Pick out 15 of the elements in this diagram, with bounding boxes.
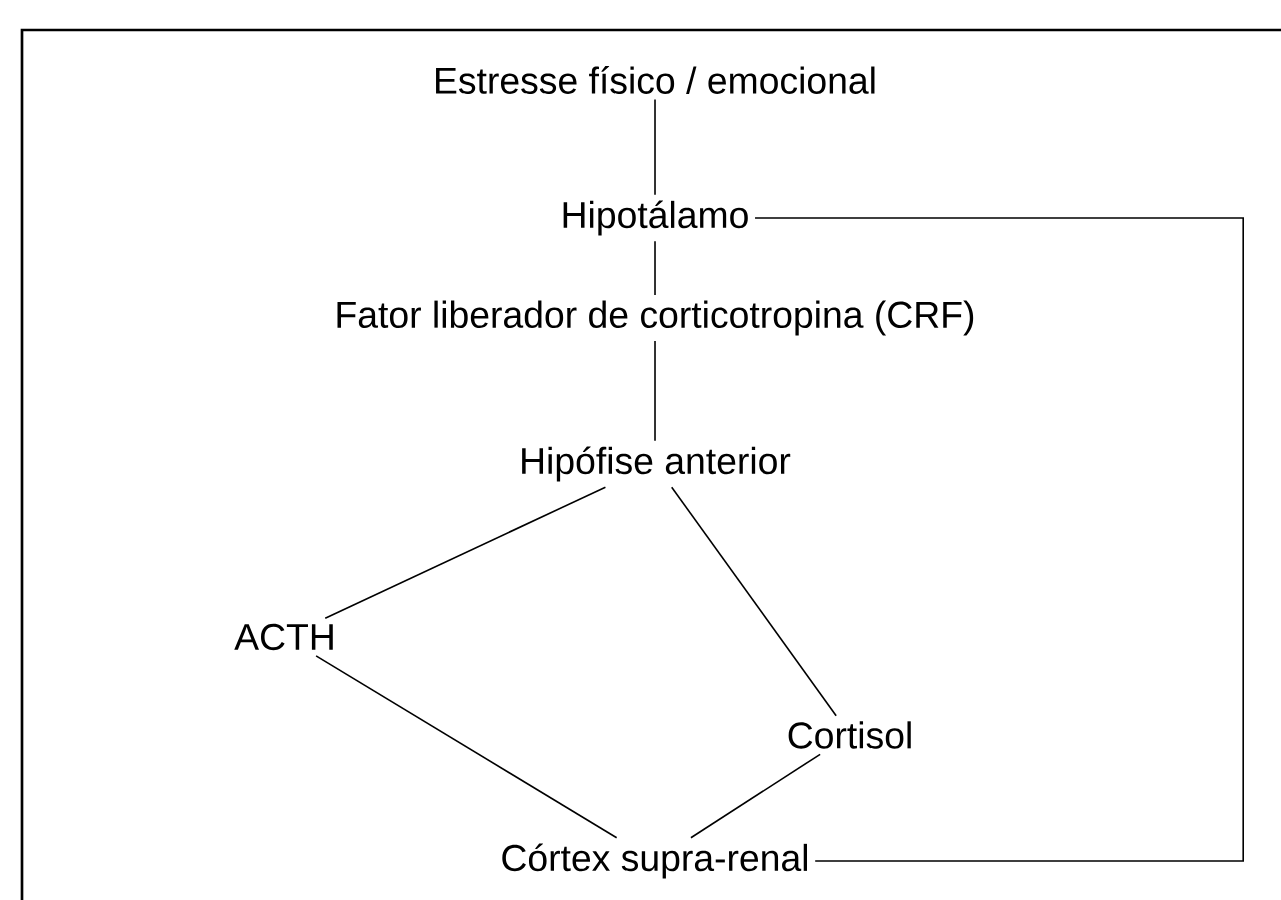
connector-line <box>315 655 618 839</box>
connector-line <box>690 753 821 839</box>
connector-line <box>324 486 607 619</box>
connector-line <box>654 240 656 296</box>
node-label: Córtex supra-renal <box>502 843 807 879</box>
node-label: Fator liberador de corticotropina (CRF) <box>337 300 974 336</box>
node-label: Hipófise anterior <box>522 446 791 482</box>
connector-line <box>754 217 1244 862</box>
node-label: ACTH <box>234 623 333 651</box>
connector-line <box>654 98 656 196</box>
connector-line <box>654 340 656 442</box>
node-label: Hipotálamo <box>563 200 748 236</box>
node-label: Estresse físico / emocional <box>436 66 875 94</box>
connector-line <box>670 486 837 717</box>
node-label: Cortisol <box>788 721 911 749</box>
